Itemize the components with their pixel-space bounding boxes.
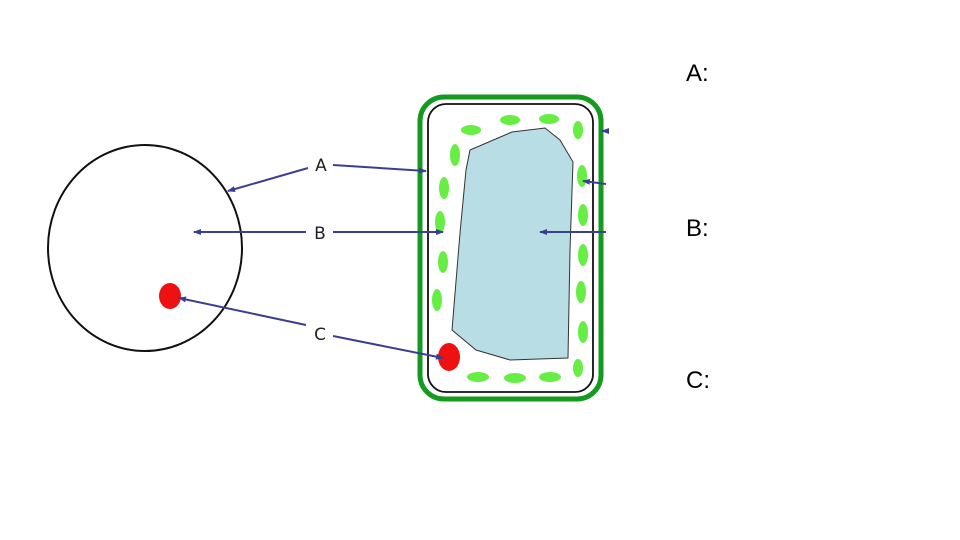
chloroplast: [573, 359, 583, 377]
diagram-label-a: A: [315, 156, 327, 176]
plant-cell-vacuole: [451, 127, 574, 361]
chloroplast: [577, 165, 587, 187]
chloroplast: [432, 289, 442, 311]
chloroplast: [438, 251, 448, 273]
chloroplast: [578, 321, 588, 343]
chloroplast: [576, 281, 586, 303]
chloroplast: [573, 121, 583, 139]
answer-label-b: B:: [686, 215, 709, 242]
arrow-a-to-plant-membrane: [332, 164, 427, 174]
answer-label-c: C:: [686, 367, 710, 394]
diagram-label-c: C: [314, 325, 326, 345]
chloroplasts: [432, 114, 588, 383]
animal-cell: [47, 144, 243, 352]
chloroplast: [578, 204, 588, 226]
chloroplast: [504, 373, 526, 383]
chloroplast: [539, 114, 559, 124]
arrow-to-plant-chloroplast: [582, 178, 607, 185]
chloroplast: [500, 115, 520, 125]
arrow-c-to-plant-nucleus: [332, 335, 444, 360]
plant-cell-membrane: [427, 103, 594, 393]
chloroplast: [435, 211, 445, 233]
plant-cell-wall: [417, 94, 604, 402]
arrow-c-to-animal-nucleus: [178, 296, 307, 326]
chloroplast: [461, 125, 481, 135]
pointer-arrows: [178, 128, 609, 360]
animal-cell-membrane: [47, 144, 243, 352]
chloroplast: [439, 177, 449, 199]
plant-cell-nucleus: [438, 343, 460, 371]
diagram-label-b: B: [314, 224, 326, 244]
answer-label-a: A:: [686, 60, 709, 87]
animal-cell-nucleus: [159, 283, 181, 309]
arrow-a-to-animal-membrane: [227, 167, 309, 192]
chloroplast: [450, 144, 460, 166]
chloroplast: [578, 244, 588, 266]
plant-cell: [417, 94, 604, 402]
chloroplast: [467, 372, 489, 382]
chloroplast: [539, 372, 561, 382]
